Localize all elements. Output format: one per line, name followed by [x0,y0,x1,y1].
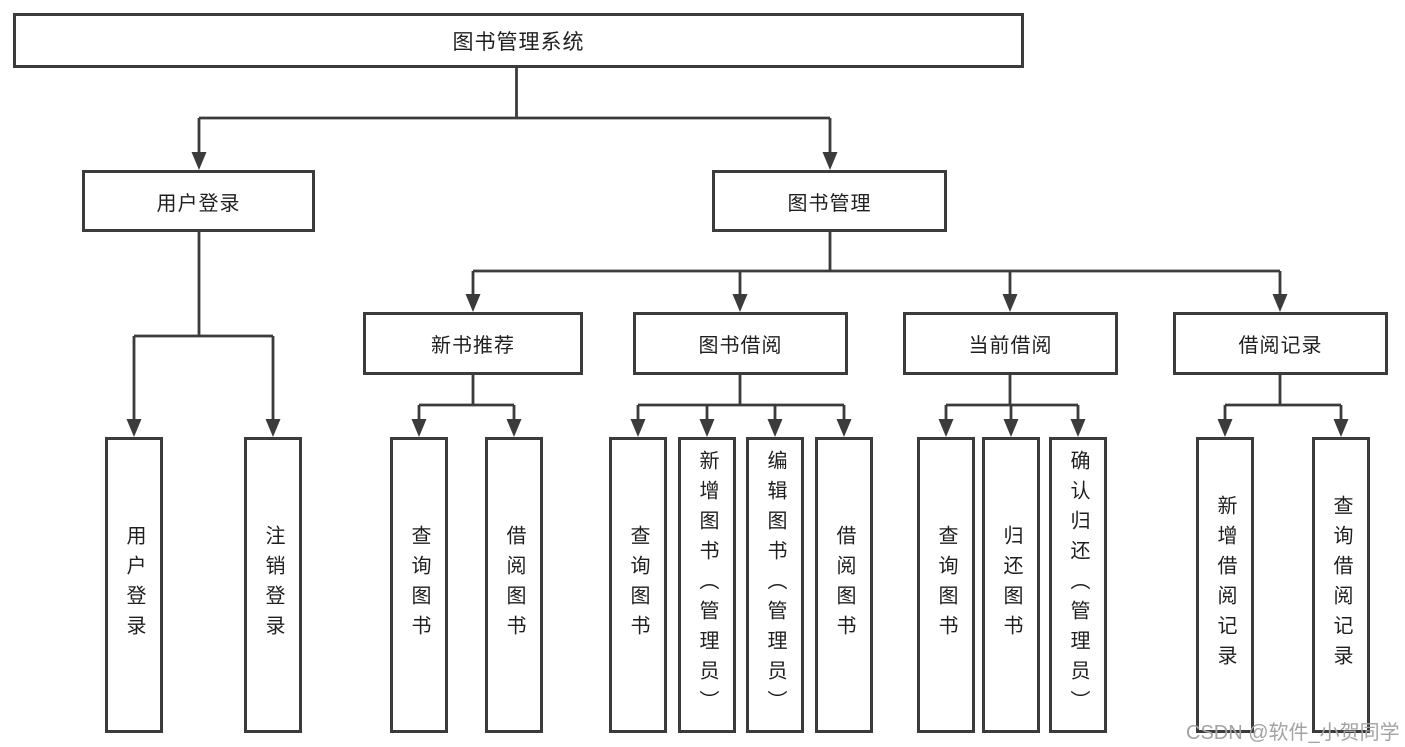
node-book-management-label: 图书管理 [787,192,872,215]
node-root: 图书管理系统 [13,13,1024,68]
leaf-borrow-query-books-label: 查询图书 [627,525,649,645]
arrowhead [630,419,646,437]
leaf-current-return-books: 归还图书 [982,437,1040,733]
leaf-records-query-record: 查询借阅记录 [1312,437,1370,733]
leaf-borrow-add-books-admin-label: 新增图书（管理员） [696,450,718,720]
arrowhead [1002,294,1018,312]
leaf-current-query-books: 查询图书 [917,437,975,733]
leaf-logout-label: 注销登录 [262,525,284,645]
node-root-label: 图书管理系统 [452,30,585,54]
arrowhead [465,294,481,312]
leaf-recommend-query-books: 查询图书 [390,437,448,733]
node-book-borrowing: 图书借阅 [633,312,848,375]
leaf-borrow-add-books-admin: 新增图书（管理员） [678,437,736,733]
leaf-current-query-books-label: 查询图书 [935,525,957,645]
leaf-recommend-borrow-books: 借阅图书 [485,437,543,733]
arrowhead [191,152,207,170]
leaf-records-add-record: 新增借阅记录 [1196,437,1254,733]
node-user-login: 用户登录 [82,170,315,232]
leaf-borrow-borrow-books-label: 借阅图书 [833,525,855,645]
arrowhead [1333,419,1349,437]
node-user-login-label: 用户登录 [156,192,241,215]
arrowhead [265,419,281,437]
node-new-book-recommendation: 新书推荐 [363,312,583,375]
leaf-borrow-edit-books-admin-label: 编辑图书（管理员） [764,450,786,720]
arrowhead [1003,419,1019,437]
leaf-recommend-query-books-label: 查询图书 [408,525,430,645]
leaf-borrow-borrow-books: 借阅图书 [815,437,873,733]
leaf-current-confirm-return-admin-label: 确认归还（管理员） [1067,450,1089,720]
arrowhead [506,419,522,437]
leaf-current-return-books-label: 归还图书 [1000,525,1022,645]
leaf-borrow-edit-books-admin: 编辑图书（管理员） [746,437,804,733]
arrowhead [1070,419,1086,437]
leaf-borrow-query-books: 查询图书 [609,437,667,733]
watermark: CSDN @软件_小贺同学 [1186,722,1400,744]
node-borrowing-records: 借阅记录 [1173,312,1388,375]
arrowhead [411,419,427,437]
arrowhead [732,294,748,312]
leaf-records-query-record-label: 查询借阅记录 [1330,495,1352,675]
leaf-user-login: 用户登录 [105,437,163,733]
node-borrowing-records-label: 借阅记录 [1238,335,1323,357]
arrowhead [822,152,838,170]
leaf-current-confirm-return-admin: 确认归还（管理员） [1049,437,1107,733]
node-book-borrowing-label: 图书借阅 [698,335,783,357]
node-current-borrowing-label: 当前借阅 [968,335,1053,357]
arrowhead [767,419,783,437]
node-book-management: 图书管理 [712,170,947,232]
leaf-records-add-record-label: 新增借阅记录 [1214,495,1236,675]
arrowhead [126,419,142,437]
node-current-borrowing: 当前借阅 [903,312,1118,375]
leaf-recommend-borrow-books-label: 借阅图书 [503,525,525,645]
node-new-book-recommendation-label: 新书推荐 [431,335,515,357]
arrowhead [938,419,954,437]
arrowhead [1217,419,1233,437]
arrowhead [699,419,715,437]
arrowhead [836,419,852,437]
arrowhead [1272,294,1288,312]
leaf-user-login-label: 用户登录 [123,525,145,645]
arrowheads [126,152,1349,437]
connector-path [132,68,1343,421]
leaf-logout: 注销登录 [244,437,302,733]
